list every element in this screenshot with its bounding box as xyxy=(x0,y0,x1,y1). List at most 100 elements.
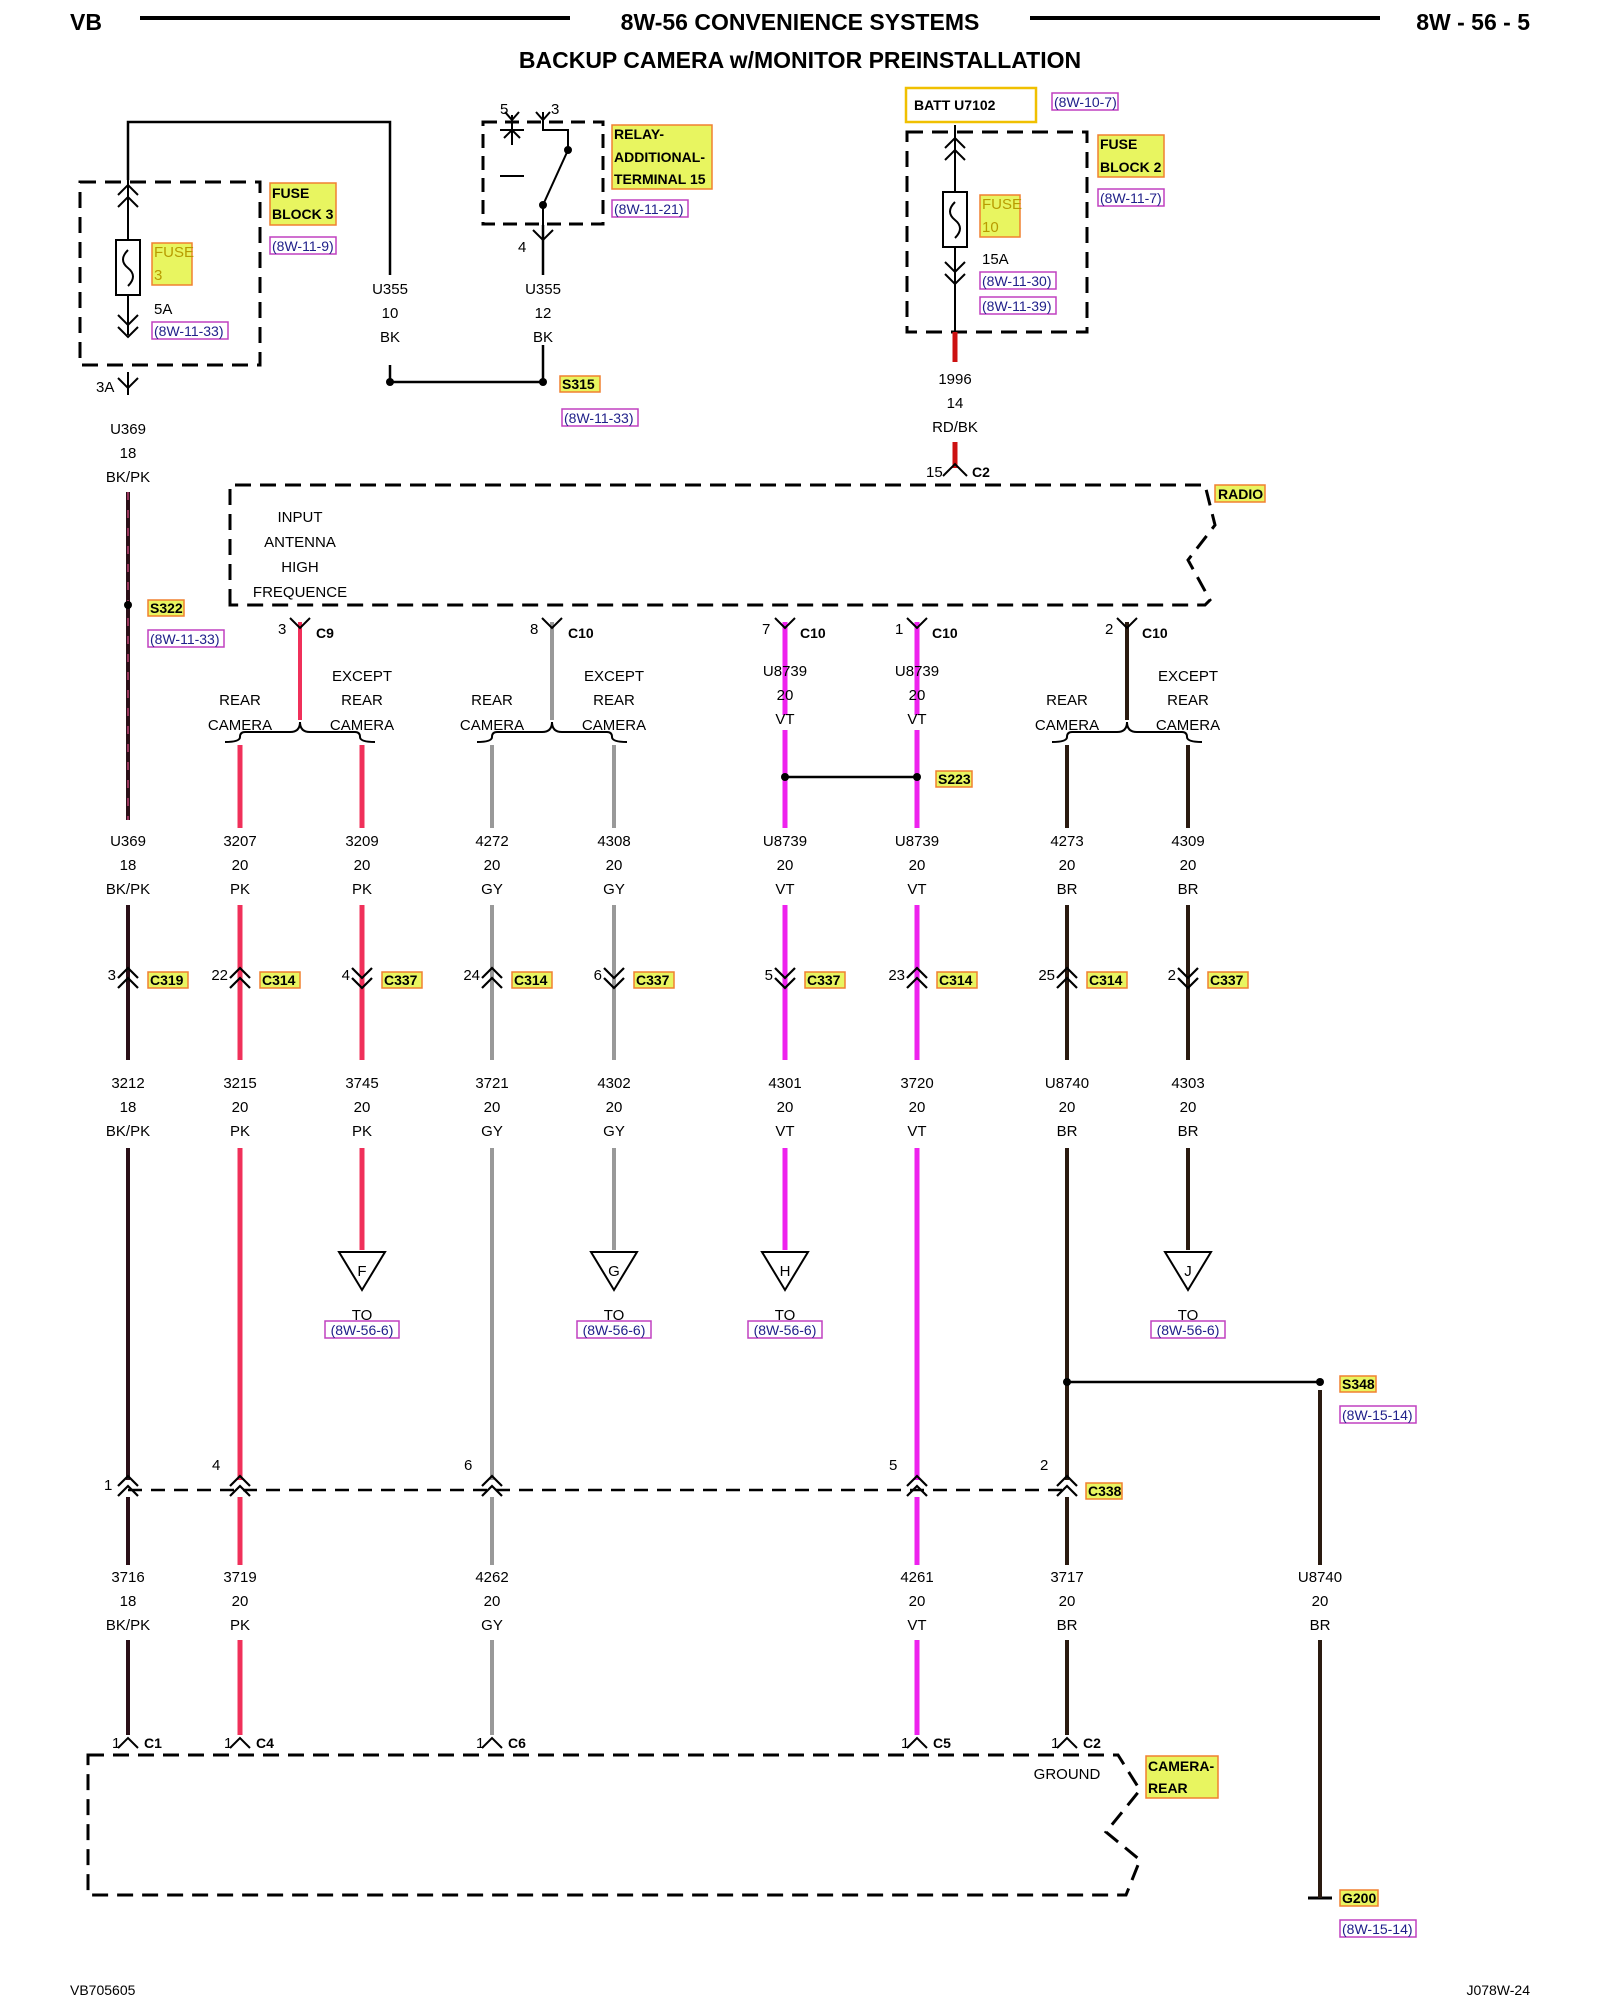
br-except-2: REAR xyxy=(1167,692,1209,709)
mid-connector-tag xyxy=(633,971,675,989)
wire-u355a-1: U355 xyxy=(372,281,408,298)
fuse-10-ref3: (8W-11-39) xyxy=(982,298,1052,314)
batt-label: BATT U7102 xyxy=(914,97,996,113)
s348-ref: (8W-15-14) xyxy=(1342,1407,1413,1423)
mid-connector-pin: 22 xyxy=(211,967,228,984)
offpage-letter: F xyxy=(357,1263,366,1280)
mid-connector-pin: 2 xyxy=(1168,967,1176,984)
relay-pin-3: 3 xyxy=(551,101,559,118)
wire-u8740b-1: U8740 xyxy=(1298,1569,1342,1586)
fuse-block-2-outline xyxy=(905,130,1089,334)
wire-3716-1: 3716 xyxy=(111,1569,144,1586)
gy-rear-1: REAR xyxy=(471,692,513,709)
wire-u8739a-2: 20 xyxy=(777,687,794,704)
mid-wire-segments xyxy=(126,905,1190,1060)
wire-4308-3: GY xyxy=(603,881,625,898)
mid-connector-tag xyxy=(1207,971,1249,989)
s315-tag xyxy=(559,375,601,393)
br-except-3: CAMERA xyxy=(1156,717,1220,734)
wire-3716-3: BK/PK xyxy=(106,1617,150,1634)
wire-3745-1: 3745 xyxy=(345,1075,378,1092)
wire-u8739b-2: 20 xyxy=(909,687,926,704)
wire-u8739c-3: VT xyxy=(775,881,794,898)
wire-4308-2: 20 xyxy=(606,857,623,874)
splice-dot-u355a xyxy=(386,378,394,386)
wire-3215-1: 3215 xyxy=(223,1075,256,1092)
wire-3717-3: BR xyxy=(1057,1617,1078,1634)
mid-connector-name: C314 xyxy=(514,972,548,988)
fuse-10-tag xyxy=(979,194,1021,238)
wire-4308-1: 4308 xyxy=(597,833,630,850)
relay-label-2: ADDITIONAL- xyxy=(614,149,705,165)
wire-3720-1: 3720 xyxy=(900,1075,933,1092)
mid-connector-tag xyxy=(259,971,301,989)
offpage-to: TO xyxy=(775,1307,796,1324)
wire-u8739b-3: VT xyxy=(907,711,926,728)
mid-connector-name: C314 xyxy=(1089,972,1123,988)
batt-ref: (8W-10-7) xyxy=(1054,94,1117,110)
wire-u8739d-3: VT xyxy=(907,881,926,898)
c9-pin: 3 xyxy=(278,621,286,638)
fuse-10-label-2: 10 xyxy=(982,219,999,236)
wire-u355b-1: U355 xyxy=(525,281,561,298)
c338-label: C338 xyxy=(1088,1483,1122,1499)
mid-connector-pin: 6 xyxy=(594,967,602,984)
wire-u355b-3: BK xyxy=(533,329,553,346)
pk-rear-1: REAR xyxy=(219,692,261,709)
wire-3721-3: GY xyxy=(481,1123,503,1140)
s223-tag xyxy=(935,770,973,788)
mid-connector-pin: 5 xyxy=(765,967,773,984)
radio-outline xyxy=(228,483,1217,607)
relay-ref: (8W-11-21) xyxy=(614,201,684,217)
fuse-10-symbol xyxy=(942,125,968,332)
wire-4262-1: 4262 xyxy=(475,1569,508,1586)
radio-label: RADIO xyxy=(1218,486,1263,502)
c338-tag xyxy=(1085,1482,1123,1500)
s348-ref-box xyxy=(1339,1405,1417,1424)
wire-3719-1: 3719 xyxy=(223,1569,256,1586)
offpage-ref-box xyxy=(324,1320,400,1339)
fuse-3-symbol xyxy=(115,175,141,395)
relay-label-3: TERMINAL 15 xyxy=(614,171,706,187)
offpage-ref-box xyxy=(747,1320,823,1339)
offpage-ref: (8W-56-6) xyxy=(331,1322,394,1338)
mid-connector-pin: 3 xyxy=(108,967,116,984)
s223-dot-left xyxy=(781,773,789,781)
pk-except-1: EXCEPT xyxy=(332,668,392,685)
s322-ref: (8W-11-33) xyxy=(150,631,220,647)
c10a-pin: 8 xyxy=(530,621,538,638)
pk-except-2: REAR xyxy=(341,692,383,709)
wire-3721-1: 3721 xyxy=(475,1075,508,1092)
wire-4273-1: 4273 xyxy=(1050,833,1083,850)
camera-connector-name: C5 xyxy=(933,1735,951,1751)
g200-ref: (8W-15-14) xyxy=(1342,1921,1413,1937)
fuse-block-2-ref-box xyxy=(1097,188,1165,207)
c10a-name: C10 xyxy=(568,625,594,641)
fuse-10-ref3-box xyxy=(979,296,1057,315)
wire-u8739d-1: U8739 xyxy=(895,833,939,850)
header-subtitle: BACKUP CAMERA w/MONITOR PREINSTALLATION xyxy=(519,47,1081,73)
br-rear-1: REAR xyxy=(1046,692,1088,709)
wire-4273-3: BR xyxy=(1057,881,1078,898)
s315-label: S315 xyxy=(562,376,595,392)
wire-4303-2: 20 xyxy=(1180,1099,1197,1116)
camera-connector-pin: 1 xyxy=(476,1735,484,1752)
wire-4309-1: 4309 xyxy=(1171,833,1204,850)
camera-outline xyxy=(86,1753,1142,1897)
s322-tag xyxy=(147,599,185,617)
offpage-to: TO xyxy=(352,1307,373,1324)
g200-ref-box xyxy=(1339,1919,1417,1938)
radio-text-1: INPUT xyxy=(278,509,323,526)
wire-4301-3: VT xyxy=(775,1123,794,1140)
radio-pin-15: 15 xyxy=(926,464,943,481)
c338-pin-5: 5 xyxy=(889,1457,897,1474)
camera-label-2: REAR xyxy=(1148,1780,1188,1796)
fuse-block-3-label-2: BLOCK 3 xyxy=(272,206,334,222)
mid-connector-name: C319 xyxy=(150,972,184,988)
wire-4273-2: 20 xyxy=(1059,857,1076,874)
wire-4261-1: 4261 xyxy=(900,1569,933,1586)
wire-3207-2: 20 xyxy=(232,857,249,874)
